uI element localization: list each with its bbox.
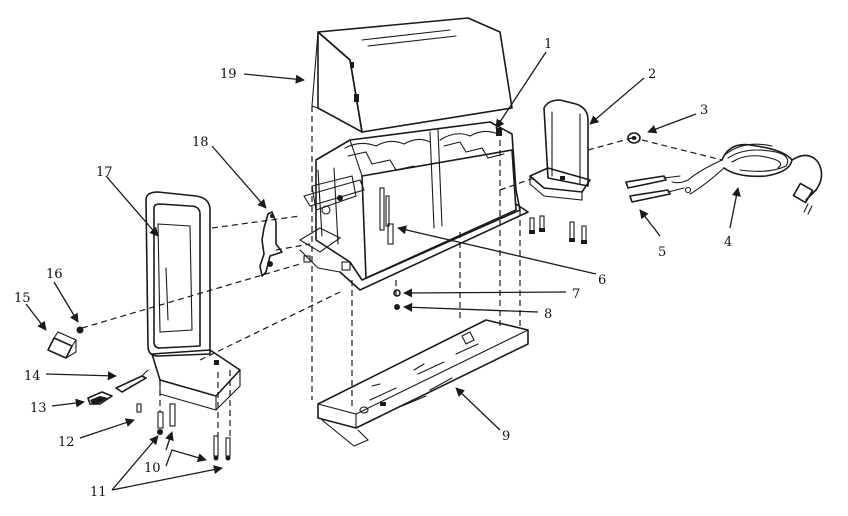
part-19-cover [311, 17, 513, 133]
callout-13: 13 [30, 401, 47, 416]
part-8-nut [394, 304, 400, 310]
part-9-base-plate [317, 319, 529, 447]
callout-12: 12 [58, 435, 75, 450]
callout-11: 11 [90, 485, 107, 500]
screw-right-2 [539, 215, 545, 232]
part-10-screws [157, 403, 231, 457]
screws-right-panel [529, 215, 587, 244]
callout-18: 18 [192, 135, 209, 150]
part-15-knob [47, 331, 77, 359]
screw-right-3 [569, 221, 575, 242]
callout-7: 7 [572, 287, 580, 302]
callout-4: 4 [724, 235, 732, 250]
part-13-lever-knob [87, 391, 113, 405]
callout-14: 14 [24, 369, 41, 384]
callout-16: 16 [46, 267, 63, 282]
part-2-end-panel [529, 99, 591, 201]
callout-arrows [25, 51, 741, 491]
assembly-lines [81, 106, 723, 438]
callout-5: 5 [658, 245, 666, 260]
part-5-terminals [625, 175, 685, 203]
part-1-chassis [298, 121, 529, 291]
part-16-nut [76, 326, 84, 334]
callout-19: 19 [220, 67, 237, 82]
screw-right-4 [581, 225, 587, 244]
part-14-lever-rod [115, 369, 149, 393]
part-6-pin [387, 223, 394, 245]
callout-2: 2 [648, 67, 656, 82]
callout-10: 10 [144, 461, 161, 476]
part-11-nuts [157, 429, 231, 461]
callout-labels: 1 2 3 4 5 6 7 8 9 10 11 12 13 14 15 16 1… [14, 37, 732, 500]
part-3-grommet [627, 132, 641, 144]
part-17-end-panel [145, 191, 241, 411]
part-7-washer [393, 289, 401, 297]
screw-right-1 [529, 217, 535, 234]
part-18-latch [259, 211, 283, 277]
callout-1: 1 [544, 37, 552, 52]
callout-17: 17 [96, 165, 113, 180]
callout-3: 3 [700, 103, 708, 118]
part-12-spring [136, 403, 142, 413]
callout-6: 6 [598, 273, 606, 288]
callout-15: 15 [14, 291, 31, 306]
callout-8: 8 [544, 307, 552, 322]
callout-9: 9 [502, 429, 510, 444]
part-4-power-cord [671, 143, 823, 215]
